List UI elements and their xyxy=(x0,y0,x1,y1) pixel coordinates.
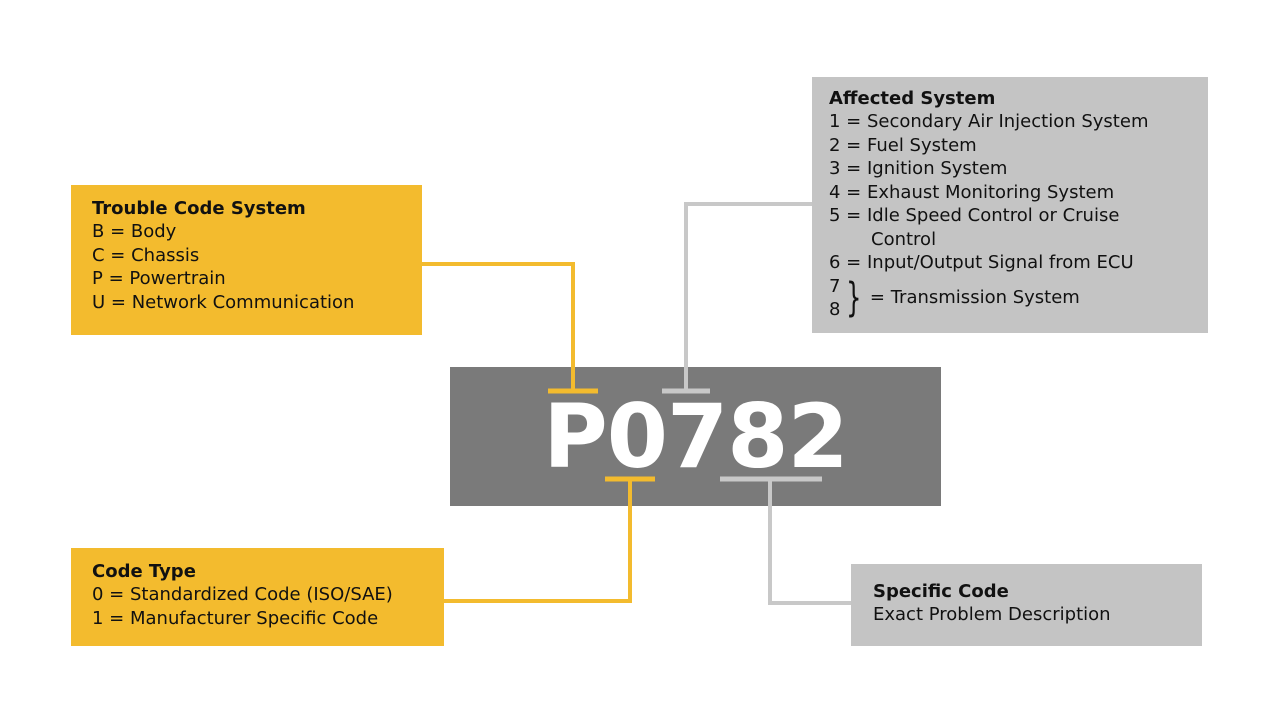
trouble-code-line: U = Network Communication xyxy=(92,291,355,313)
trouble-code-system-box: Trouble Code System B = Body C = Chassis… xyxy=(71,185,422,335)
affected-system-line: 4 = Exhaust Monitoring System xyxy=(829,181,1115,203)
code-type-title: Code Type xyxy=(92,561,196,582)
trouble-code-line: B = Body xyxy=(92,221,177,242)
code-type-line: 0 = Standardized Code (ISO/SAE) xyxy=(92,584,393,605)
specific-code-line: Exact Problem Description xyxy=(873,604,1111,625)
bracket-number: 7 xyxy=(829,275,841,297)
connector-affected-system xyxy=(684,202,812,390)
transmission-bracket-row: 7 8 } = Transmission System xyxy=(829,275,1208,321)
affected-system-line: 5 = Idle Speed Control or Cruise xyxy=(829,205,1120,226)
code-display: P0782 xyxy=(450,367,941,506)
affected-system-box: Affected System 1 = Secondary Air Inject… xyxy=(812,77,1208,333)
code-type-box: Code Type 0 = Standardized Code (ISO/SAE… xyxy=(71,548,444,646)
connector-trouble-code xyxy=(422,262,575,390)
curly-brace-icon: } xyxy=(846,274,862,321)
code-type-line: 1 = Manufacturer Specific Code xyxy=(92,607,379,629)
trouble-code-line: P = Powertrain xyxy=(92,268,226,289)
specific-code-box: Specific Code Exact Problem Description xyxy=(851,564,1202,646)
affected-system-line: Control xyxy=(871,228,937,250)
affected-system-line: 2 = Fuel System xyxy=(829,134,977,156)
affected-system-line: 6 = Input/Output Signal from ECU xyxy=(829,252,1134,273)
affected-system-line: 3 = Ignition System xyxy=(829,158,1008,179)
affected-system-title: Affected System xyxy=(829,88,996,109)
bracket-number: 8 xyxy=(829,298,841,320)
bracket-label: = Transmission System xyxy=(869,287,1080,308)
specific-code-title: Specific Code xyxy=(873,581,1009,602)
trouble-code-system-title: Trouble Code System xyxy=(92,198,306,219)
affected-system-line: 1 = Secondary Air Injection System xyxy=(829,111,1149,132)
trouble-code: P0782 xyxy=(543,385,848,488)
connector-specific-code xyxy=(768,479,851,605)
connector-code-type xyxy=(444,479,632,603)
trouble-code-line: C = Chassis xyxy=(92,244,200,266)
bracket-numbers: 7 8 xyxy=(829,275,840,321)
